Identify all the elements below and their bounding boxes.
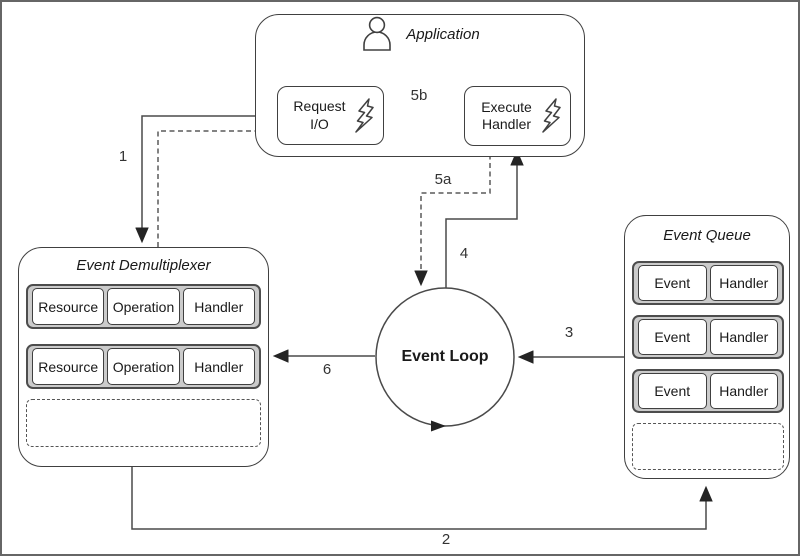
arrow-label-1: 1 [118, 148, 128, 165]
demux-cell-resource: Resource [32, 348, 105, 385]
arrow-label-3: 3 [564, 324, 574, 341]
queue-cell-event: Event [638, 319, 707, 355]
execute-handler-box: Execute Handler [464, 86, 571, 146]
event-demultiplexer-box: Event Demultiplexer Resource Operation H… [18, 247, 269, 467]
demux-empty-slot [26, 399, 261, 447]
queue-cell-handler: Handler [709, 373, 778, 409]
arrow-label-2: 2 [441, 531, 451, 548]
request-io-box: Request I/O [277, 86, 384, 145]
request-io-label: Request I/O [293, 98, 346, 132]
arrow-4-line [445, 149, 524, 288]
arrow-label-5a: 5a [434, 171, 452, 188]
lightning-icon [542, 98, 561, 133]
arrow-label-6: 6 [322, 361, 332, 378]
execute-handler-label: Execute Handler [481, 98, 532, 133]
queue-cell-handler: Handler [709, 265, 778, 301]
event-loop-label: Event Loop [401, 348, 489, 365]
arrow-5a-dashed [414, 146, 491, 287]
queue-row: Event Handler [632, 369, 784, 413]
demux-cell-handler: Handler [182, 288, 255, 325]
event-demultiplexer-title: Event Demultiplexer [76, 257, 211, 274]
queue-cell-event: Event [638, 265, 707, 301]
lightning-icon [355, 97, 374, 133]
demux-cell-operation: Operation [107, 288, 180, 325]
event-queue-title: Event Queue [663, 227, 751, 244]
queue-cell-handler: Handler [709, 319, 778, 355]
demux-cell-handler: Handler [182, 348, 255, 385]
application-title: Application [406, 25, 480, 43]
queue-empty-slot [632, 423, 784, 470]
demux-cell-resource: Resource [32, 288, 105, 325]
arrow-1-return-dashed [157, 124, 274, 247]
queue-cell-event: Event [638, 373, 707, 409]
loop-direction-icon [431, 420, 446, 432]
demux-cell-operation: Operation [107, 348, 180, 385]
queue-row: Event Handler [632, 261, 784, 305]
demux-row: Resource Operation Handler [26, 284, 261, 329]
event-queue-box: Event Queue Event Handler Event Handler … [624, 215, 790, 479]
application-header: Application [255, 15, 585, 53]
queue-row: Event Handler [632, 315, 784, 359]
demux-row: Resource Operation Handler [26, 344, 261, 389]
person-icon [363, 16, 392, 51]
arrow-label-4: 4 [459, 245, 469, 262]
arrow-label-5b: 5b [410, 87, 428, 104]
arrow-2-line [131, 467, 713, 530]
arrow-1-line [135, 115, 277, 244]
